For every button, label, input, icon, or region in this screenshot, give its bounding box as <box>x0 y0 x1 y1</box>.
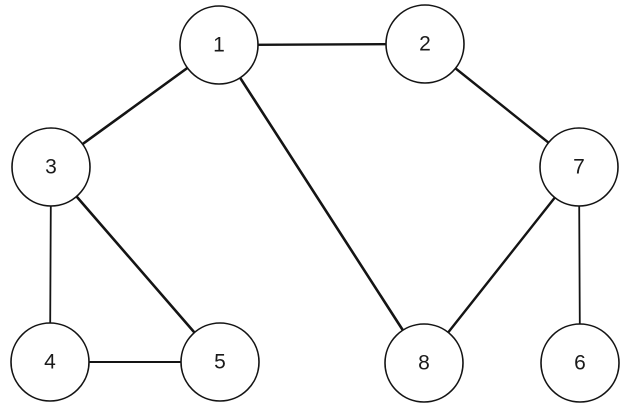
node-label-3: 3 <box>45 156 57 179</box>
edge-7-8 <box>422 165 581 365</box>
graph-node-6[interactable]: 6 <box>540 323 620 403</box>
graph-node-3[interactable]: 3 <box>11 127 91 207</box>
graph-node-4[interactable]: 4 <box>10 322 90 402</box>
node-label-1: 1 <box>213 34 225 57</box>
node-circle-2[interactable] <box>385 4 465 84</box>
edge-1-8 <box>217 43 426 365</box>
graph-node-2[interactable]: 2 <box>385 4 465 84</box>
node-label-5: 5 <box>214 351 226 374</box>
edge-3-5 <box>49 165 222 364</box>
node-circle-4[interactable] <box>10 322 90 402</box>
node-label-7: 7 <box>573 156 585 179</box>
node-circle-5[interactable] <box>180 322 260 402</box>
graph-node-7[interactable]: 7 <box>539 127 619 207</box>
node-label-4: 4 <box>44 351 56 374</box>
node-circle-8[interactable] <box>384 323 464 403</box>
node-circle-1[interactable] <box>179 5 259 85</box>
graph-node-8[interactable]: 8 <box>384 323 464 403</box>
node-circle-3[interactable] <box>11 127 91 207</box>
node-label-6: 6 <box>574 352 586 375</box>
graph-node-1[interactable]: 1 <box>179 5 259 85</box>
node-circle-7[interactable] <box>539 127 619 207</box>
node-circle-6[interactable] <box>540 323 620 403</box>
node-label-2: 2 <box>419 33 431 56</box>
node-label-8: 8 <box>418 352 430 375</box>
graph-node-5[interactable]: 5 <box>180 322 260 402</box>
